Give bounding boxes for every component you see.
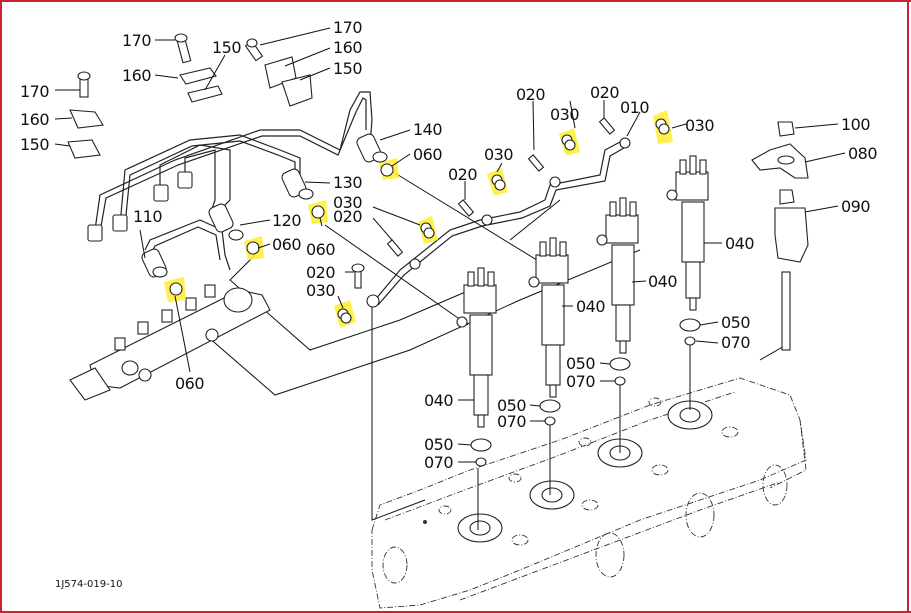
- label-040-injector-2: 040: [576, 297, 605, 316]
- label-010-return-pipe: 010: [620, 98, 649, 117]
- pipe-fitting-110: [141, 248, 168, 278]
- pipe-fitting-120: [208, 203, 244, 241]
- pipe-fitting-140: [356, 133, 388, 163]
- label-070-washer-3: 070: [566, 372, 595, 391]
- label-050-seal-3: 050: [566, 354, 595, 373]
- label-060-oring-110: 060: [175, 374, 204, 393]
- pipe-nuts: [87, 171, 193, 242]
- label-170-clamp-bolt-middle: 170: [122, 31, 151, 50]
- label-050-seal-4: 050: [721, 313, 750, 332]
- return-pipe-joints: [366, 137, 631, 308]
- o-ring-060-highlighted: [164, 158, 399, 302]
- label-030-washer-d: 030: [550, 105, 579, 124]
- label-110-pipe: 110: [133, 207, 162, 226]
- label-070-washer-4: 070: [721, 333, 750, 352]
- label-040-injector-1: 040: [424, 391, 453, 410]
- clamp-set-right: [244, 38, 313, 107]
- label-060-oring-120: 060: [272, 235, 301, 254]
- label-120-pipe: 120: [272, 211, 301, 230]
- injector-2: [528, 237, 569, 398]
- clamp-set-middle: [174, 33, 223, 103]
- pipe-fitting-130: [281, 168, 314, 200]
- label-020-bolt-e: 020: [590, 83, 619, 102]
- label-080-clamp: 080: [848, 144, 877, 163]
- cylinder-head: [371, 377, 807, 609]
- label-150-clamp-middle: 150: [212, 38, 241, 57]
- label-050-seal-2: 050: [497, 396, 526, 415]
- label-020-bolt-b: 020: [306, 263, 335, 282]
- label-020-bolt-d: 020: [516, 85, 545, 104]
- injector-3: [596, 197, 639, 354]
- part-labels: 170 160 150 170 160 150 170 160 150 140 …: [20, 18, 878, 590]
- head-bore-4: [667, 400, 713, 430]
- label-090-ball: 090: [841, 197, 870, 216]
- label-060-oring-140: 060: [413, 145, 442, 164]
- label-070-washer-2: 070: [497, 412, 526, 431]
- label-060-oring-130: 060: [306, 240, 335, 259]
- injector-seals: [470, 318, 701, 467]
- label-020-bolt-a: 020: [333, 207, 362, 226]
- label-040-injector-3: 040: [648, 272, 677, 291]
- frame-right-border: [907, 0, 909, 613]
- label-030-washer-b: 030: [306, 281, 335, 300]
- washer-030-highlighted: [334, 110, 673, 328]
- head-bore-1: [457, 513, 503, 543]
- label-030-washer-a: 030: [333, 193, 362, 212]
- label-040-injector-4: 040: [725, 234, 754, 253]
- banjo-bolts: [351, 117, 616, 289]
- diagram-reference-code: 1J574-019-10: [55, 579, 122, 590]
- label-130-pipe: 130: [333, 173, 362, 192]
- label-160-clamp-right: 160: [333, 38, 362, 57]
- injector-clamp-assembly: [751, 121, 809, 351]
- label-170-clamp-bolt-left: 170: [20, 82, 49, 101]
- common-rail: [69, 284, 271, 401]
- label-160-clamp-middle: 160: [122, 66, 151, 85]
- label-030-washer-e: 030: [685, 116, 714, 135]
- label-020-bolt-c: 020: [448, 165, 477, 184]
- label-050-seal-1: 050: [424, 435, 453, 454]
- label-leaders: [54, 27, 846, 463]
- injector-4: [666, 155, 709, 311]
- label-030-washer-c: 030: [484, 145, 513, 164]
- head-bore-2: [529, 480, 575, 510]
- label-150-clamp-right: 150: [333, 59, 362, 78]
- label-070-washer-1: 070: [424, 453, 453, 472]
- label-100-nut: 100: [841, 115, 870, 134]
- clamp-set-left: [67, 71, 104, 159]
- injector-1: [456, 267, 497, 428]
- injection-pipes: [94, 91, 625, 306]
- label-160-clamp-left: 160: [20, 110, 49, 129]
- label-140-pipe: 140: [413, 120, 442, 139]
- label-170-clamp-bolt-right: 170: [333, 18, 362, 37]
- label-150-clamp-left: 150: [20, 135, 49, 154]
